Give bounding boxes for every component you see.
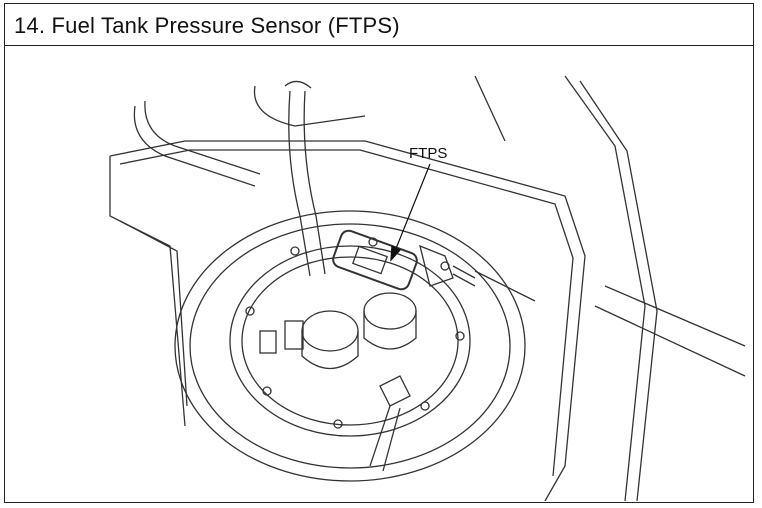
ftps-sensor-body (332, 229, 418, 291)
page-title: 14. Fuel Tank Pressure Sensor (FTPS) (14, 13, 400, 38)
pump-flange (229, 245, 471, 437)
connector-lower (379, 375, 411, 407)
ftps-callout-leader (394, 163, 431, 252)
ftps-callout-label: FTPS (409, 145, 447, 162)
title-bar: 14. Fuel Tank Pressure Sensor (FTPS) (5, 4, 753, 46)
pump-canister-left (301, 310, 359, 352)
pump-canister-right (363, 292, 417, 330)
connector-right (419, 244, 454, 287)
procedure-frame: 14. Fuel Tank Pressure Sensor (FTPS) (4, 3, 754, 503)
vapor-hose (288, 90, 311, 277)
fuel-tank-line-drawing: FTPS (109, 75, 746, 502)
access-hole-outer (174, 210, 526, 482)
ftps-illustration: FTPS (5, 46, 752, 502)
floor-panel-outline (109, 140, 586, 502)
